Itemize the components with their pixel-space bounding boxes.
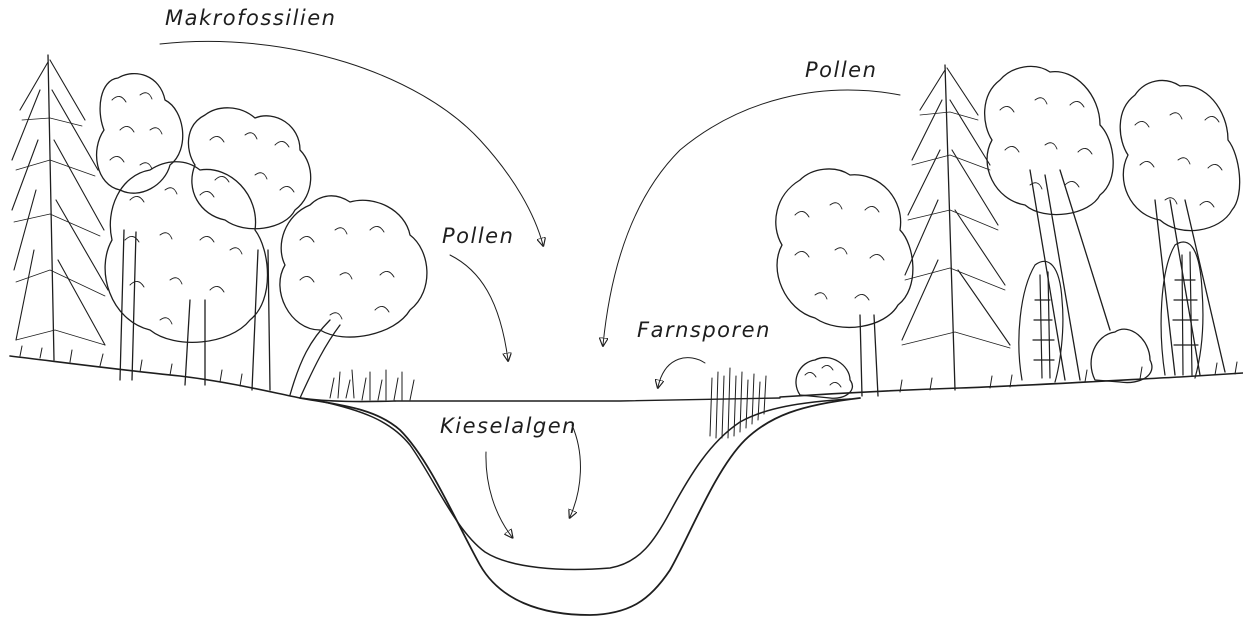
- sediment-layer-outline: [320, 399, 850, 569]
- ground-left-line: [10, 356, 395, 402]
- label-pollen-left: Pollen: [442, 224, 514, 248]
- shore-bush: [796, 358, 852, 399]
- label-fern-spores: Farnsporen: [637, 318, 771, 342]
- label-macrofossils: Makrofossilien: [165, 6, 337, 30]
- reeds-left: [330, 370, 414, 400]
- round-shrub-right: [1091, 329, 1152, 382]
- lake-basin-outline: [300, 398, 860, 615]
- arrow-pollen-right: [603, 90, 900, 345]
- lake-water-surface: [395, 398, 780, 401]
- arrow-macrofossils: [160, 41, 543, 245]
- deciduous-tree-right-3: [1120, 80, 1239, 375]
- arrow-fern-spores: [658, 358, 705, 387]
- deciduous-tree-left-2: [105, 162, 267, 385]
- arrow-diatoms-right: [570, 425, 580, 517]
- arrow-diatoms-left: [486, 452, 512, 537]
- deciduous-tree-left-3: [188, 108, 310, 390]
- deciduous-tree-left-4: [280, 196, 427, 398]
- reeds-right: [710, 368, 766, 438]
- deciduous-tree-left-1: [97, 74, 183, 380]
- columnar-shrub-1: [1019, 261, 1063, 382]
- right-forest: [710, 65, 1240, 438]
- arrow-pollen-left: [450, 255, 508, 360]
- label-diatoms: Kieselalgen: [440, 414, 577, 438]
- deciduous-tree-right-1: [776, 169, 913, 396]
- spruce-tree-left: [12, 55, 108, 360]
- left-forest: [12, 55, 427, 400]
- spruce-tree-right: [902, 65, 1010, 390]
- label-pollen-right: Pollen: [805, 58, 877, 82]
